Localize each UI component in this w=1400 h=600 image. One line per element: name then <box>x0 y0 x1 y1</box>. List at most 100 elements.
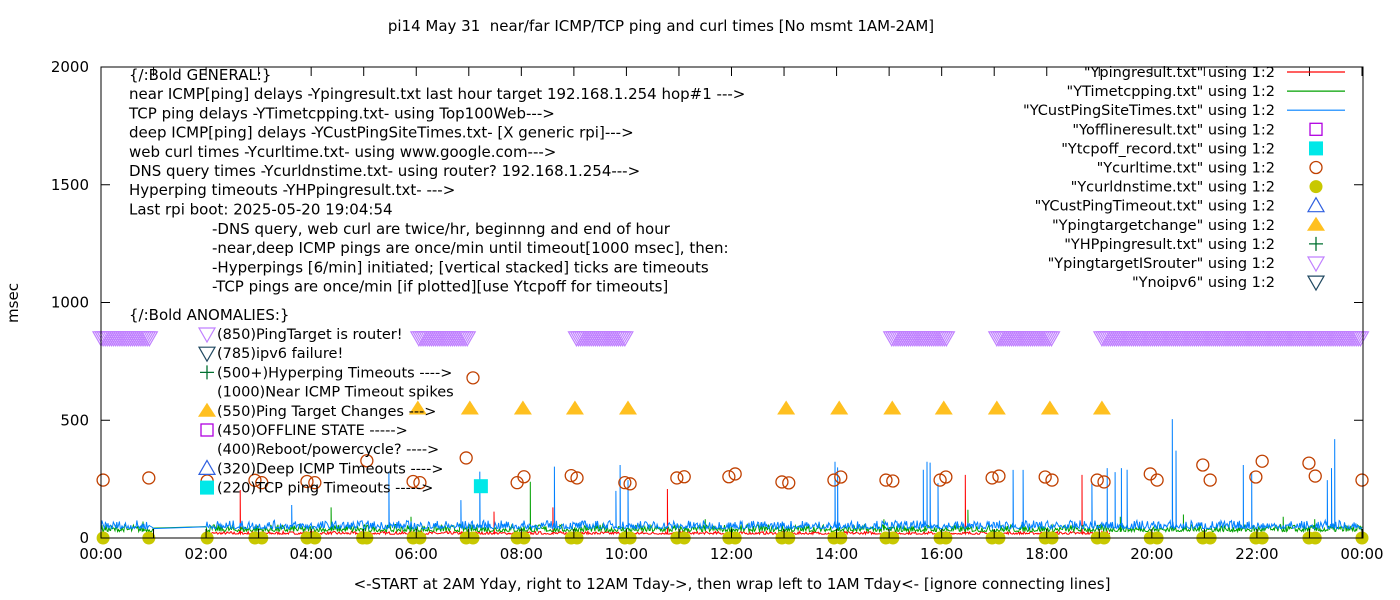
ping-target-change-marker <box>513 400 532 415</box>
router-target-marker <box>937 331 956 348</box>
schedule-note: -TCP pings are once/min [if plotted][use… <box>212 278 668 296</box>
legend-label: "Ytcpoff_record.txt" using 1:2 <box>1061 141 1275 157</box>
curl-time-point <box>677 470 691 484</box>
general-note: DNS query times -Ycurldnstime.txt- using… <box>129 162 640 180</box>
curl-time-point <box>360 454 374 468</box>
curl-time-point <box>775 475 789 489</box>
legend-symbol-filled-triangle-up <box>1307 216 1325 231</box>
curl-time-point <box>1097 475 1111 489</box>
curl-time-point <box>1308 469 1322 483</box>
x-tick-label: 18:00 <box>1025 545 1068 563</box>
legend-symbol-filled-square <box>1309 141 1323 156</box>
legend-symbol-open-circle <box>1309 160 1323 175</box>
anomaly-icon-open-triangle-down <box>197 327 217 344</box>
curl-time-point <box>248 473 262 487</box>
ping-target-change-marker <box>987 400 1006 415</box>
x-tick-label: 10:00 <box>605 545 648 563</box>
curl-time-point <box>722 470 736 484</box>
anomaly-icon-open-triangle-down <box>197 346 217 363</box>
curl-time-point <box>618 476 632 490</box>
legend-symbol-filled-circle <box>1309 180 1323 194</box>
anomaly-icon-plus <box>200 365 214 380</box>
curl-time-point <box>564 468 578 483</box>
general-note: deep ICMP[ping] delays -YCustPingSiteTim… <box>129 124 634 142</box>
legend-label: "YTimetcpping.txt" using 1:2 <box>1067 84 1275 100</box>
curl-time-point <box>1090 473 1104 487</box>
schedule-note: -Hyperpings [6/min] initiated; [vertical… <box>212 258 709 276</box>
x-tick-label: 00:00 <box>79 545 122 563</box>
ping-target-change-marker <box>830 400 849 415</box>
x-tick-label: 14:00 <box>815 545 858 563</box>
curl-time-point <box>1143 467 1157 481</box>
x-tick-label: 16:00 <box>920 545 963 563</box>
general-note: Last rpi boot: 2025-05-20 19:04:54 <box>129 200 393 218</box>
general-note: web curl times -Ycurltime.txt- using www… <box>129 143 556 161</box>
anomaly-item: (220)TCP ping Timeouts -----> <box>217 481 433 497</box>
router-target-marker <box>615 331 634 348</box>
legend-label: "Ycurltime.txt" using 1:2 <box>1097 161 1275 177</box>
legend-label: "Yofflineresult.txt" using 1:2 <box>1072 122 1275 138</box>
tcp-timeout-marker <box>473 479 488 494</box>
curl-time-point <box>728 467 742 481</box>
series-line-ypingresult-txt <box>205 474 1111 536</box>
ping-target-change-marker <box>408 400 427 415</box>
legend-label: "YHPpingresult.txt" using 1:2 <box>1064 237 1275 253</box>
curl-time-point <box>1302 456 1316 470</box>
legend-label: "Ynoipv6" using 1:2 <box>1132 275 1275 291</box>
ping-target-change-marker <box>934 400 953 415</box>
legend-symbol-open-triangle-up <box>1306 196 1326 213</box>
curl-time-point <box>308 476 322 490</box>
curl-time-point <box>1150 473 1164 487</box>
anomaly-icon-open-square <box>200 423 214 437</box>
router-target-marker <box>1042 331 1061 348</box>
curl-time-point <box>96 473 110 487</box>
x-tick-label: 00:00 <box>1340 545 1383 563</box>
curl-time-point <box>886 474 900 488</box>
curl-time-point <box>782 476 796 490</box>
curl-time-point <box>985 471 999 485</box>
router-target-marker <box>458 331 477 348</box>
anomaly-item: (550)Ping Target Changes ---> <box>217 404 436 420</box>
series-layer <box>100 419 1363 536</box>
legend-symbol-open-square <box>1309 122 1323 136</box>
curl-time-point <box>1038 470 1052 484</box>
curl-time-point <box>413 476 427 490</box>
anomaly-icon-filled-triangle-up <box>198 402 216 417</box>
y-tick-label: 500 <box>60 411 89 429</box>
y-tick-label: 2000 <box>51 58 89 76</box>
legend-label: "Ypingtargetchange" using 1:2 <box>1052 218 1275 234</box>
ping-target-change-marker <box>618 400 637 415</box>
ping-target-change-marker <box>1040 400 1059 415</box>
curl-time-point <box>517 470 531 484</box>
ping-target-change-marker <box>777 400 796 415</box>
curl-time-point <box>1249 470 1263 484</box>
curl-time-point <box>623 477 637 491</box>
legend: "Ypingresult.txt" using 1:2"YTimetcpping… <box>1023 65 1345 292</box>
y-tick-label: 1000 <box>51 294 89 312</box>
general-note: Hyperping timeouts -YHPpingresult.txt- -… <box>129 181 455 199</box>
legend-label: "YCustPingSiteTimes.txt" using 1:2 <box>1023 103 1275 119</box>
curl-time-point <box>1203 473 1217 487</box>
x-tick-label: 22:00 <box>1235 545 1278 563</box>
anomaly-item: (320)Deep ICMP Timeouts ----> <box>217 461 444 477</box>
y-tick-label: 0 <box>79 529 89 547</box>
series-line-ytimetcpping-txt <box>100 481 1363 534</box>
curl-time-point <box>466 371 480 385</box>
y-tick-label: 1500 <box>51 176 89 194</box>
x-tick-label: 02:00 <box>184 545 227 563</box>
marker-layer <box>91 331 1370 545</box>
legend-label: "Ycurldnstime.txt" using 1:2 <box>1071 180 1275 196</box>
legend-label: "YCustPingTimeout.txt" using 1:2 <box>1035 199 1275 215</box>
x-tick-label: 20:00 <box>1130 545 1173 563</box>
anomalies-heading: {/:Bold ANOMALIES:} <box>129 306 289 324</box>
curl-time-point <box>827 473 841 487</box>
anomaly-item: (400)Reboot/powercycle? ----> <box>217 442 439 458</box>
curl-time-point <box>142 471 156 485</box>
curl-time-point <box>834 470 848 484</box>
curl-time-point <box>300 474 314 489</box>
general-note: TCP ping delays -YTimetcpping.txt- using… <box>128 104 555 122</box>
router-target-marker <box>140 331 159 348</box>
x-tick-label: 12:00 <box>710 545 753 563</box>
